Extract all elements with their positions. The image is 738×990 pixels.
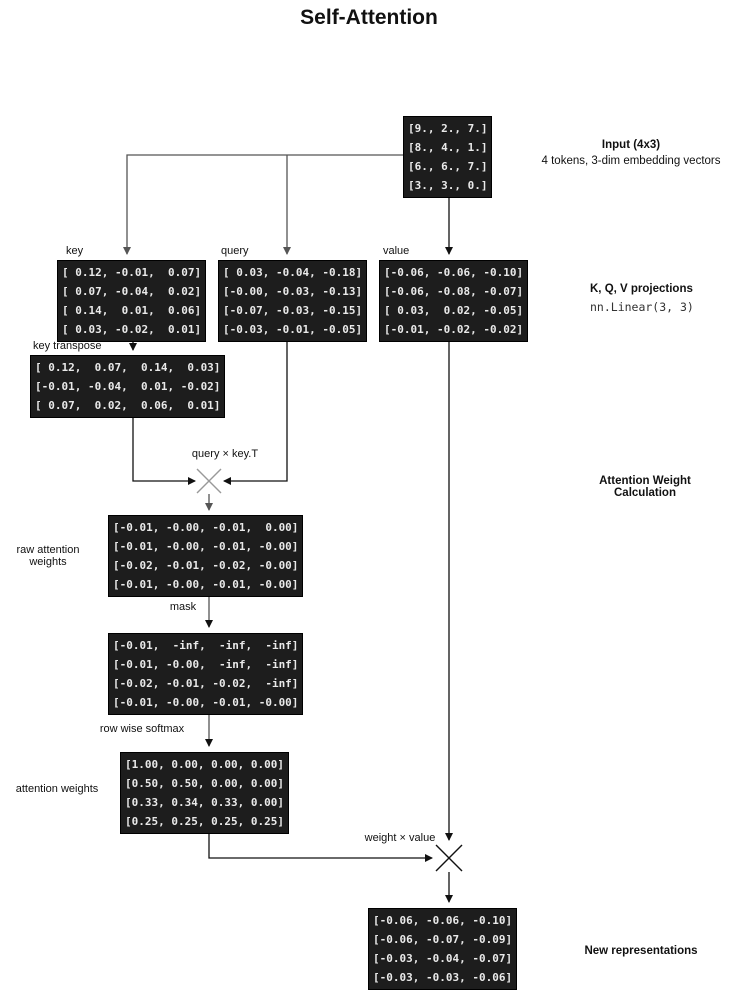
value-label: value [383,245,410,257]
attention-weights-label: attention weights [15,783,99,795]
input-annotation-title: Input (4x3) [601,139,661,151]
mask-matrix: [-0.01, -inf, -inf, -inf] [-0.01, -0.00,… [108,633,304,715]
new-representations-annotation: New representations [584,945,698,957]
connector-weights-to-multiply [208,829,433,862]
attention-calc-annotation: Attention Weight Calculation [599,475,691,499]
attention-weights-matrix: [1.00, 0.00, 0.00, 0.00] [0.50, 0.50, 0.… [120,752,289,834]
query-keyt-label: query × key.T [191,448,259,460]
raw-attention-label: raw attention weights [16,544,80,568]
key-transpose-matrix: [ 0.12, 0.07, 0.14, 0.03] [-0.01, -0.04,… [30,355,226,418]
value-matrix: [-0.06, -0.06, -0.10] [-0.06, -0.08, -0.… [379,260,529,342]
softmax-label: row wise softmax [99,723,185,735]
connector-query-to-multiply [223,331,288,485]
kqv-annotation-title: K, Q, V projections [590,283,693,295]
multiply-icon [435,844,463,872]
raw-attention-matrix: [-0.01, -0.00, -0.01, 0.00] [-0.01, -0.0… [108,515,304,597]
key-label: key [66,245,84,257]
query-matrix: [ 0.03, -0.04, -0.18] [-0.00, -0.03, -0.… [218,260,368,342]
output-matrix: [-0.06, -0.06, -0.10] [-0.06, -0.07, -0.… [368,908,518,990]
multiply-icon [196,468,222,494]
page-title: Self-Attention [300,6,438,29]
key-matrix: [ 0.12, -0.01, 0.07] [ 0.07, -0.04, 0.02… [57,260,207,342]
input-matrix: [9., 2., 7.] [8., 4., 1.] [6., 6., 7.] [… [403,116,493,198]
input-annotation-subtitle: 4 tokens, 3-dim embedding vectors [541,155,721,167]
key-transpose-label: key transpose [33,340,102,352]
connector-input-to-key [123,154,403,255]
connector-transpose-to-multiply [132,414,196,485]
weight-value-label: weight × value [364,832,436,844]
kqv-annotation-code: nn.Linear(3, 3) [590,300,694,314]
mask-label: mask [169,601,197,613]
query-label: query [221,245,249,257]
